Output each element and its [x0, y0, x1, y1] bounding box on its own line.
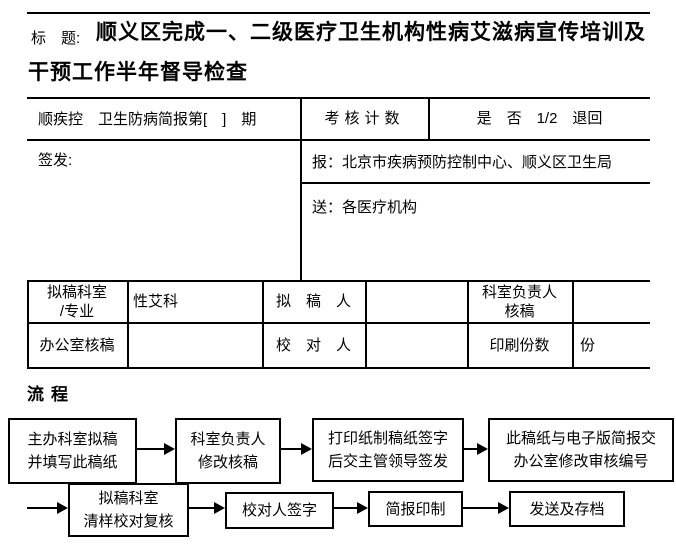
dept-head-review-value-cell — [574, 282, 648, 321]
flow-step-send-archive: 发送及存档 — [509, 491, 625, 527]
flow-arrow-wrap — [27, 502, 68, 514]
office-review-value-cell — [133, 324, 258, 366]
rule-below-title — [27, 97, 650, 99]
print-copies-unit-cell: 份 — [580, 336, 596, 354]
flow-step-bulletin-print: 简报印制 — [368, 491, 463, 527]
send-to-cell: 送：各医疗机构 — [312, 199, 418, 216]
sign-off-label: 签发: — [38, 152, 73, 169]
document-title-line1: 顺义区完成一、二级医疗卫生机构性病艾滋病宣传培训及 — [96, 21, 646, 44]
rule-top — [27, 12, 650, 14]
flow-arrow-6 — [461, 502, 509, 514]
rule-v-draft-col5 — [572, 280, 574, 369]
drafter-label-cell: 拟 稿 人 — [275, 293, 351, 310]
flow-step-proofreader-sign: 校对人签字 — [225, 492, 334, 529]
print-copies-label-cell: 印刷份数 — [489, 336, 550, 354]
rule-v-assessment-divider — [428, 97, 430, 141]
drafter-value-cell — [367, 282, 465, 321]
flow-step-dept-head-revise: 科室负责人 修改核稿 — [175, 418, 281, 484]
proofreader-value-cell — [367, 324, 465, 366]
office-review-label-cell: 办公室核稿 — [39, 336, 115, 354]
flow-arrow-5 — [332, 502, 368, 514]
flow-step-proof-recheck: 拟稿科室 清样校对复核 — [68, 483, 189, 537]
flow-heading: 流程 — [27, 385, 75, 404]
rule-v-draft-col2 — [262, 280, 264, 369]
rule-draft-table-top — [27, 280, 650, 282]
flow-step-print-sign: 打印纸制稿纸签字 后交主管领导签发 — [312, 418, 464, 482]
report-to-cell: 报：北京市疾病预防控制中心、顺义区卫生局 — [312, 154, 613, 171]
drafting-dept-label-cell: 拟稿科室 /专业 — [46, 283, 107, 320]
flow-arrow-4 — [187, 502, 225, 514]
rule-report-send-divider — [300, 182, 650, 184]
assessment-options-cell: 是 否 1/2 退回 — [476, 110, 603, 127]
rule-v-draft-col1 — [127, 280, 129, 369]
flow-step-draft-manuscript: 主办科室拟稿 并填写此稿纸 — [8, 418, 137, 484]
flow-step-submit-office: 此稿纸与电子版简报交 办公室修改审核编号 — [488, 418, 674, 482]
proofreader-label-cell: 校 对 人 — [275, 336, 351, 354]
drafting-dept-value-cell: 性艾科 — [133, 293, 179, 310]
rule-draft-table-middle — [27, 322, 650, 324]
document-title-line2: 干预工作半年督导检查 — [28, 61, 248, 84]
rule-v-draft-col4 — [467, 280, 469, 369]
rule-below-issue-row — [27, 139, 650, 141]
rule-draft-table-bottom — [27, 367, 650, 369]
assessment-label-cell: 考核计数 — [324, 110, 405, 127]
rule-v-draft-left-border — [27, 280, 29, 369]
issue-number-cell: 顺疾控 卫生防病简报第[ ] 期 — [38, 111, 257, 128]
rule-v-main-divider — [300, 97, 302, 282]
dept-head-review-label-cell: 科室负责人 核稿 — [481, 283, 557, 320]
flow-arrow-2 — [279, 443, 312, 455]
flow-arrow-1 — [135, 443, 175, 455]
rule-v-draft-col3 — [365, 280, 367, 369]
title-label: 标 题: — [31, 30, 81, 47]
flow-arrow-3 — [462, 443, 488, 455]
